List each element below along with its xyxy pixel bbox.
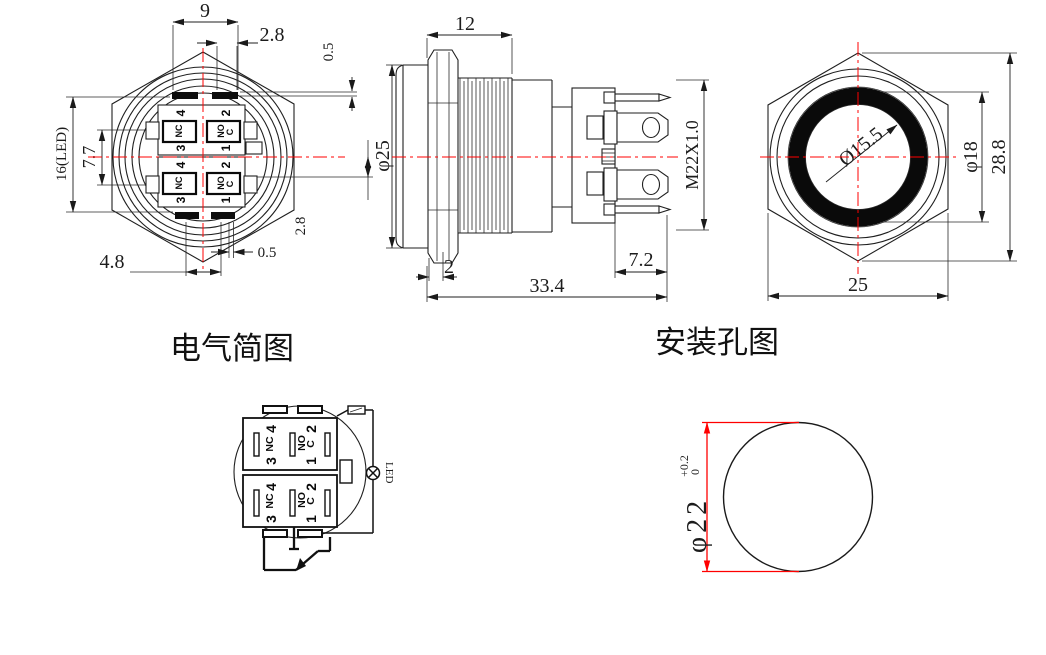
terminal-2: 2 <box>219 109 233 116</box>
electrical-schematic: 4 2 NC NO C 3 1 4 2 NC NO C 3 1 LED <box>233 405 395 572</box>
dim-across-corners: 28.8 <box>988 140 1010 175</box>
side-view: 12 φ25 M22X1.0 2 7.2 33.4 <box>372 13 709 302</box>
dim-tab-span: 9 <box>200 0 210 22</box>
dim-ring-diameter: φ18 <box>960 141 982 173</box>
thread-spec: M22X1.0 <box>682 120 702 190</box>
terminal-2: 2 <box>303 483 319 491</box>
terminal-4: 4 <box>174 161 188 168</box>
terminal-nc: NC <box>174 124 184 137</box>
terminal-2: 2 <box>219 161 233 168</box>
terminal-1: 1 <box>219 144 233 151</box>
front-view: 4 2 NC NO C 3 1 4 2 NC NO C 3 1 9 2.8 0.… <box>54 0 373 276</box>
led-symbol <box>365 465 381 481</box>
terminal-4: 4 <box>263 425 279 433</box>
terminal-nc: NC <box>264 436 276 452</box>
dim-led-span: 16(LED) <box>54 127 70 181</box>
dim-thread-length: 12 <box>455 13 475 35</box>
terminal-3: 3 <box>263 515 279 523</box>
dim-gap-bottom: 0.5 <box>258 245 277 261</box>
dim-terminal-length: 7.2 <box>629 249 654 271</box>
terminal-4: 4 <box>174 109 188 116</box>
terminal-4: 4 <box>263 483 279 491</box>
terminal-no: NO <box>216 176 226 190</box>
dim-hole-diameter: φ22 <box>682 497 713 553</box>
back-view: Ø15.5 φ18 28.8 25 <box>760 42 1017 301</box>
terminal-c: C <box>305 440 317 448</box>
terminal-no: NO <box>216 124 226 138</box>
mounting-hole-view: φ22 +0.2 0 <box>677 421 874 573</box>
caption-electrical-diagram: 电气简图 <box>170 331 294 366</box>
dim-gap-top: 0.5 <box>321 43 337 62</box>
terminal-nc: NC <box>264 493 276 509</box>
caption-mounting-hole: 安装孔图 <box>655 325 779 360</box>
terminal-c: C <box>225 128 235 135</box>
dim-head-thickness: 2 <box>444 256 454 278</box>
led-label: LED <box>383 462 395 483</box>
terminal-c: C <box>225 180 235 187</box>
dim-offset-bottom: 2.8 <box>293 217 309 236</box>
terminal-2: 2 <box>303 425 319 433</box>
terminal-1: 1 <box>219 196 233 203</box>
terminal-3: 3 <box>174 196 188 203</box>
terminal-c: C <box>305 497 317 505</box>
terminal-nc: NC <box>174 176 184 189</box>
terminal-1: 1 <box>303 457 319 465</box>
dim-tab-offset: 2.8 <box>260 24 285 46</box>
dim-head-diameter: φ25 <box>372 140 394 172</box>
switch-symbol <box>262 527 332 572</box>
terminal-3: 3 <box>174 144 188 151</box>
terminal-3: 3 <box>263 457 279 465</box>
terminal-no: NO <box>296 435 308 451</box>
terminal-1: 1 <box>303 515 319 523</box>
dim-across-flats: 25 <box>848 274 868 296</box>
tolerance-upper: +0.2 <box>677 455 691 477</box>
dim-tab-width: 4.8 <box>100 251 125 273</box>
tolerance-lower: 0 <box>688 469 702 475</box>
terminal-no: NO <box>296 492 308 508</box>
dim-total-length: 33.4 <box>530 275 565 297</box>
